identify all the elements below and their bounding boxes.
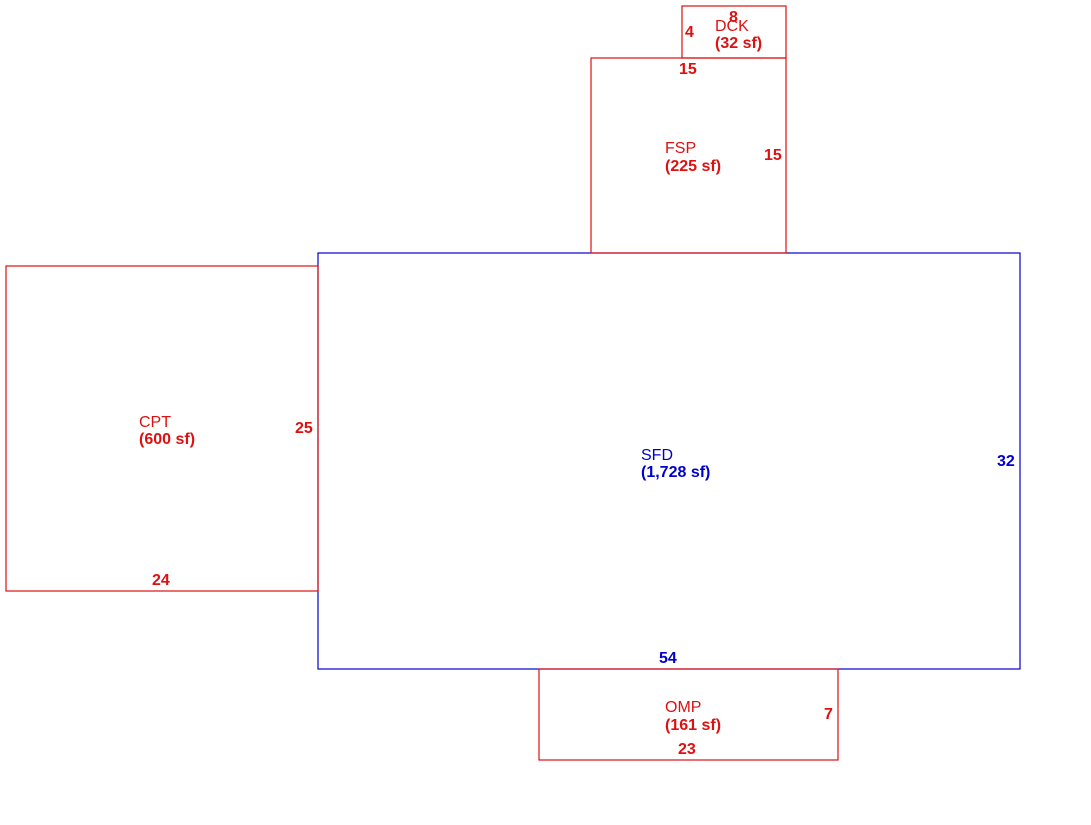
sfd-width-dimension: 54	[659, 650, 677, 667]
section-dck: DCK (32 sf) 8 4	[681, 5, 787, 59]
sfd-area: (1,728 sf)	[641, 464, 710, 481]
section-fsp: FSP (225 sf) 15 15	[590, 57, 787, 254]
section-cpt: CPT (600 sf) 24 25	[5, 265, 319, 592]
sfd-code: SFD	[641, 447, 673, 464]
omp-depth-dimension: 7	[824, 706, 833, 723]
omp-outline	[538, 668, 839, 761]
omp-area: (161 sf)	[665, 717, 721, 734]
fsp-code: FSP	[665, 140, 696, 157]
section-omp: OMP (161 sf) 23 7	[538, 668, 839, 761]
section-sfd: SFD (1,728 sf) 54 32	[317, 252, 1021, 670]
cpt-depth-dimension: 25	[295, 420, 313, 437]
omp-code: OMP	[665, 699, 701, 716]
cpt-area: (600 sf)	[139, 431, 195, 448]
fsp-width-dimension: 15	[679, 61, 697, 78]
dck-width-dimension: 8	[729, 9, 738, 26]
cpt-width-dimension: 24	[152, 572, 170, 589]
dck-depth-dimension: 4	[685, 24, 694, 41]
dck-area: (32 sf)	[715, 35, 762, 52]
fsp-depth-dimension: 15	[764, 147, 782, 164]
dck-code: DCK	[715, 18, 749, 35]
cpt-code: CPT	[139, 414, 171, 431]
dck-outline	[681, 5, 787, 59]
cpt-outline	[5, 265, 319, 592]
omp-width-dimension: 23	[678, 741, 696, 758]
fsp-area: (225 sf)	[665, 158, 721, 175]
sfd-depth-dimension: 32	[997, 453, 1015, 470]
